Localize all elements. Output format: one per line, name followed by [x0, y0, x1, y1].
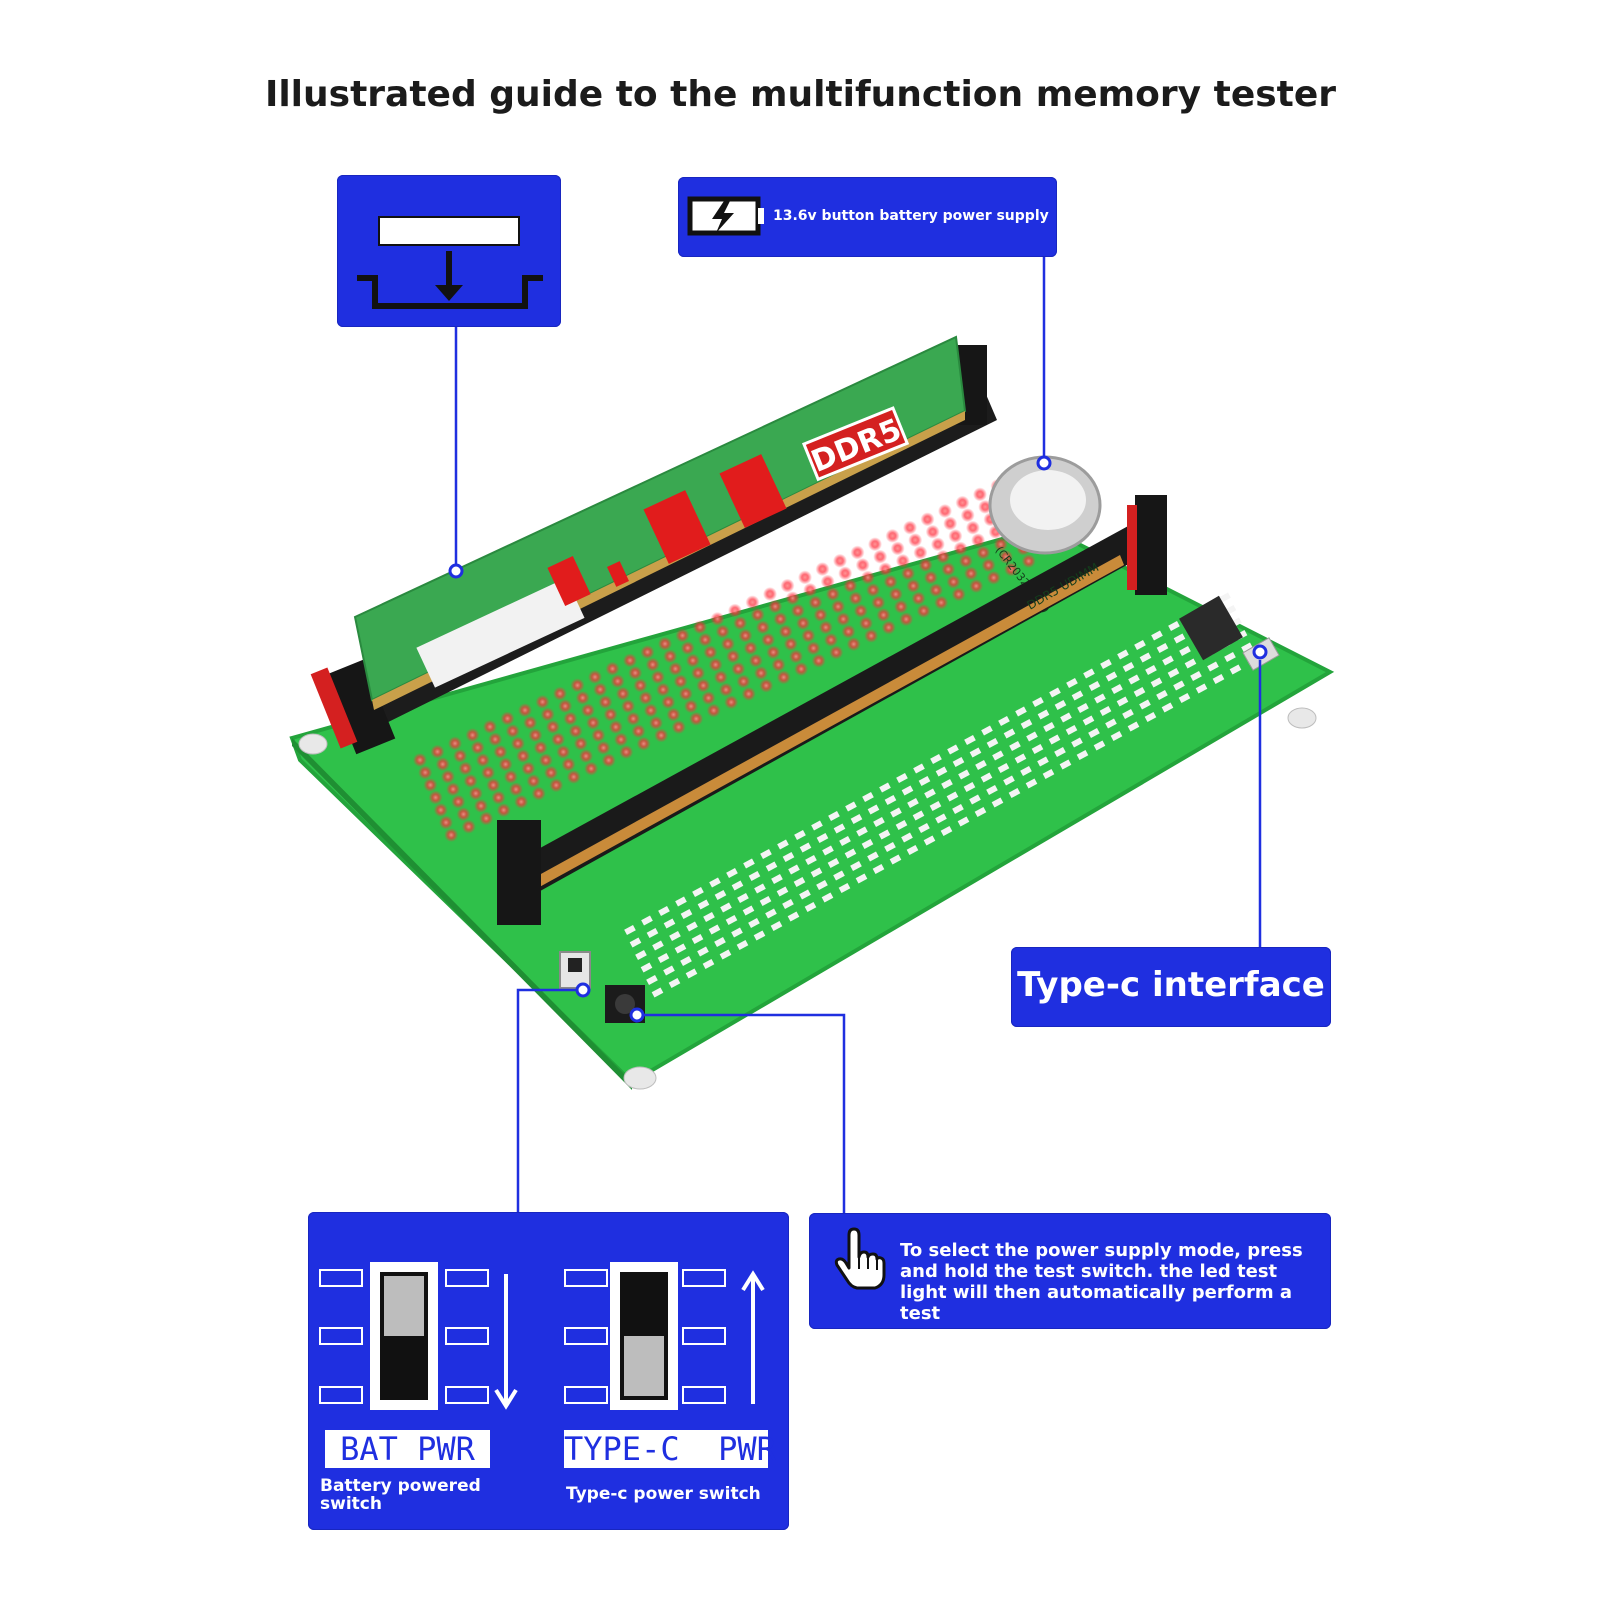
test-switch-callout: To select the power supply mode, press a… — [809, 1213, 1331, 1329]
switch-diagrams — [319, 1262, 765, 1410]
standoff-feet — [298, 707, 1317, 1090]
bat-pwr-label: BAT PWR — [325, 1430, 490, 1468]
typec-switch-diagram — [564, 1269, 726, 1404]
typec-pwr-label: TYPE-C PWR — [564, 1430, 776, 1468]
test-callout-text: To select the power supply mode, press a… — [900, 1240, 1303, 1324]
battery-charging-icon — [687, 196, 764, 236]
typec-callout: Type-c interface — [1011, 947, 1331, 1027]
page-title: Illustrated guide to the multifunction m… — [264, 74, 1337, 115]
slot-2-latch-left — [497, 820, 541, 925]
module-label-sticker — [416, 577, 585, 688]
slot-2-latch-right — [1135, 495, 1167, 595]
bat-switch-diagram — [319, 1269, 489, 1404]
typec-pwr-desc: Type-c power switch — [566, 1484, 761, 1504]
pin-header — [1179, 595, 1243, 661]
callout-leader-lines — [454, 257, 1262, 1231]
bat-pwr-desc: Battery powered switch — [320, 1476, 481, 1514]
battery-callout: 13.6v button battery power supply — [678, 177, 1057, 257]
insert-module-icon — [357, 216, 543, 309]
slot-1-latch-left — [324, 659, 396, 755]
install-callout — [337, 175, 561, 327]
hand-pointer-icon — [834, 1227, 886, 1290]
callout-anchor-dots — [448, 455, 1268, 1023]
battery-callout-text: 13.6v button battery power supply — [773, 208, 1049, 224]
power-switch-callout: BAT PWR TYPE-C PWR Battery powered switc… — [308, 1212, 789, 1530]
typec-callout-text: Type-c interface — [1017, 965, 1325, 1005]
red-led-array — [413, 479, 1036, 842]
